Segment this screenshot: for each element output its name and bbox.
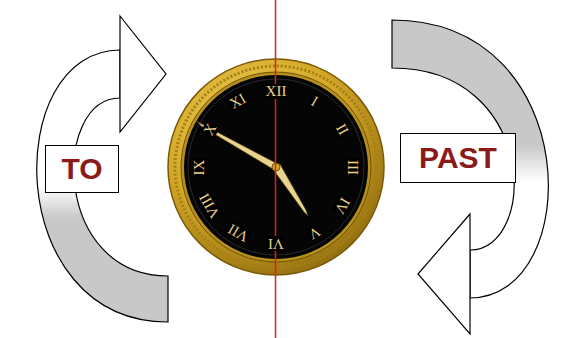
clock-numeral: VI (267, 236, 285, 251)
label-text: TO (61, 154, 102, 184)
label-box: TO (45, 145, 119, 193)
clock-numeral: XII (265, 84, 288, 99)
label-box: PAST (400, 133, 516, 183)
past-arrow (392, 20, 548, 334)
clock-numeral: III (345, 159, 360, 176)
label-text: PAST (419, 143, 497, 173)
clock-numeral: IX (192, 158, 207, 176)
divider-line (275, 0, 277, 338)
to-arrow (37, 16, 168, 322)
